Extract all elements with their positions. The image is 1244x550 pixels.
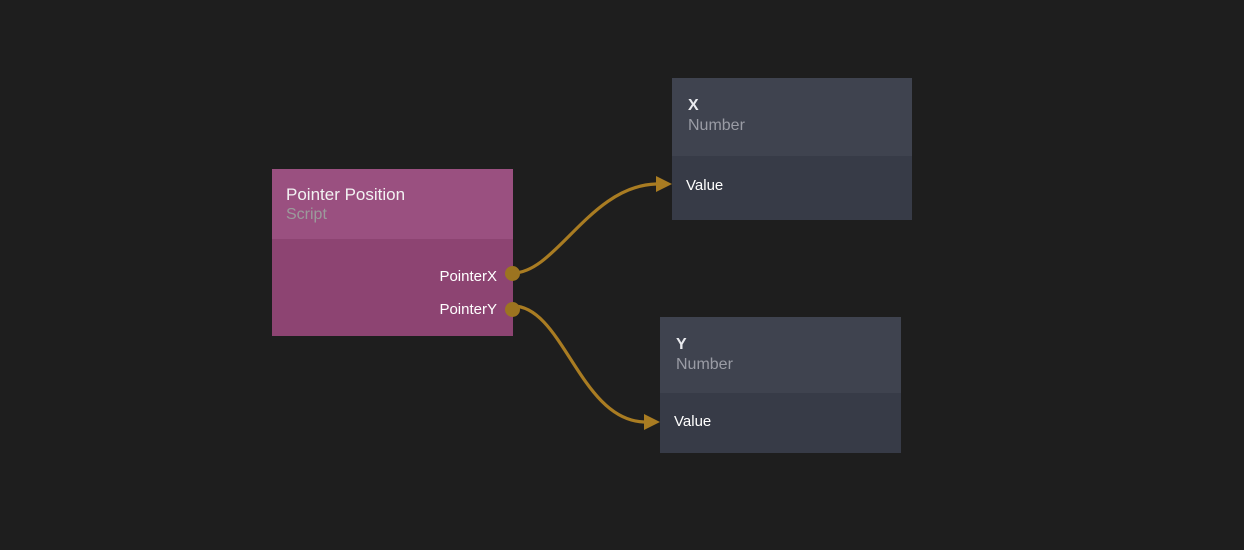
- port-label: PointerX: [439, 267, 497, 285]
- node-subtitle: Script: [286, 206, 327, 223]
- output-port-dot-pointery[interactable]: [505, 302, 520, 317]
- node-title: Y: [676, 336, 687, 353]
- arrowhead-icon: [644, 414, 660, 430]
- node-x[interactable]: X Number Value: [672, 78, 912, 220]
- port-label: Value: [674, 412, 712, 430]
- port-label: Value: [686, 176, 724, 194]
- node-subtitle: Number: [688, 117, 745, 134]
- connection-path: [511, 182, 658, 275]
- input-port-value[interactable]: Value: [660, 405, 901, 438]
- node-header[interactable]: Pointer Position Script: [272, 169, 513, 239]
- input-port-value[interactable]: Value: [672, 169, 912, 202]
- output-port-pointery[interactable]: PointerY: [272, 293, 513, 326]
- output-port-dot-pointerx[interactable]: [505, 266, 520, 281]
- connection-path: [511, 304, 646, 424]
- node-title: Pointer Position: [286, 185, 406, 204]
- node-subtitle: Number: [676, 356, 733, 373]
- node-header[interactable]: X Number: [672, 78, 912, 156]
- connection-pointerx-to-x-value[interactable]: [511, 176, 672, 275]
- node-header[interactable]: Y Number: [660, 317, 901, 393]
- node-title: X: [688, 97, 699, 114]
- port-label: PointerY: [439, 300, 497, 318]
- output-port-pointerx[interactable]: PointerX: [272, 260, 513, 293]
- arrowhead-icon: [656, 176, 672, 192]
- node-y[interactable]: Y Number Value: [660, 317, 901, 453]
- node-body: Value: [660, 393, 901, 453]
- node-pointer-position[interactable]: Pointer Position Script PointerX Pointer…: [272, 169, 520, 336]
- connection-pointery-to-y-value[interactable]: [511, 304, 660, 430]
- node-body: Value: [672, 156, 912, 220]
- node-body: PointerX PointerY: [272, 239, 513, 336]
